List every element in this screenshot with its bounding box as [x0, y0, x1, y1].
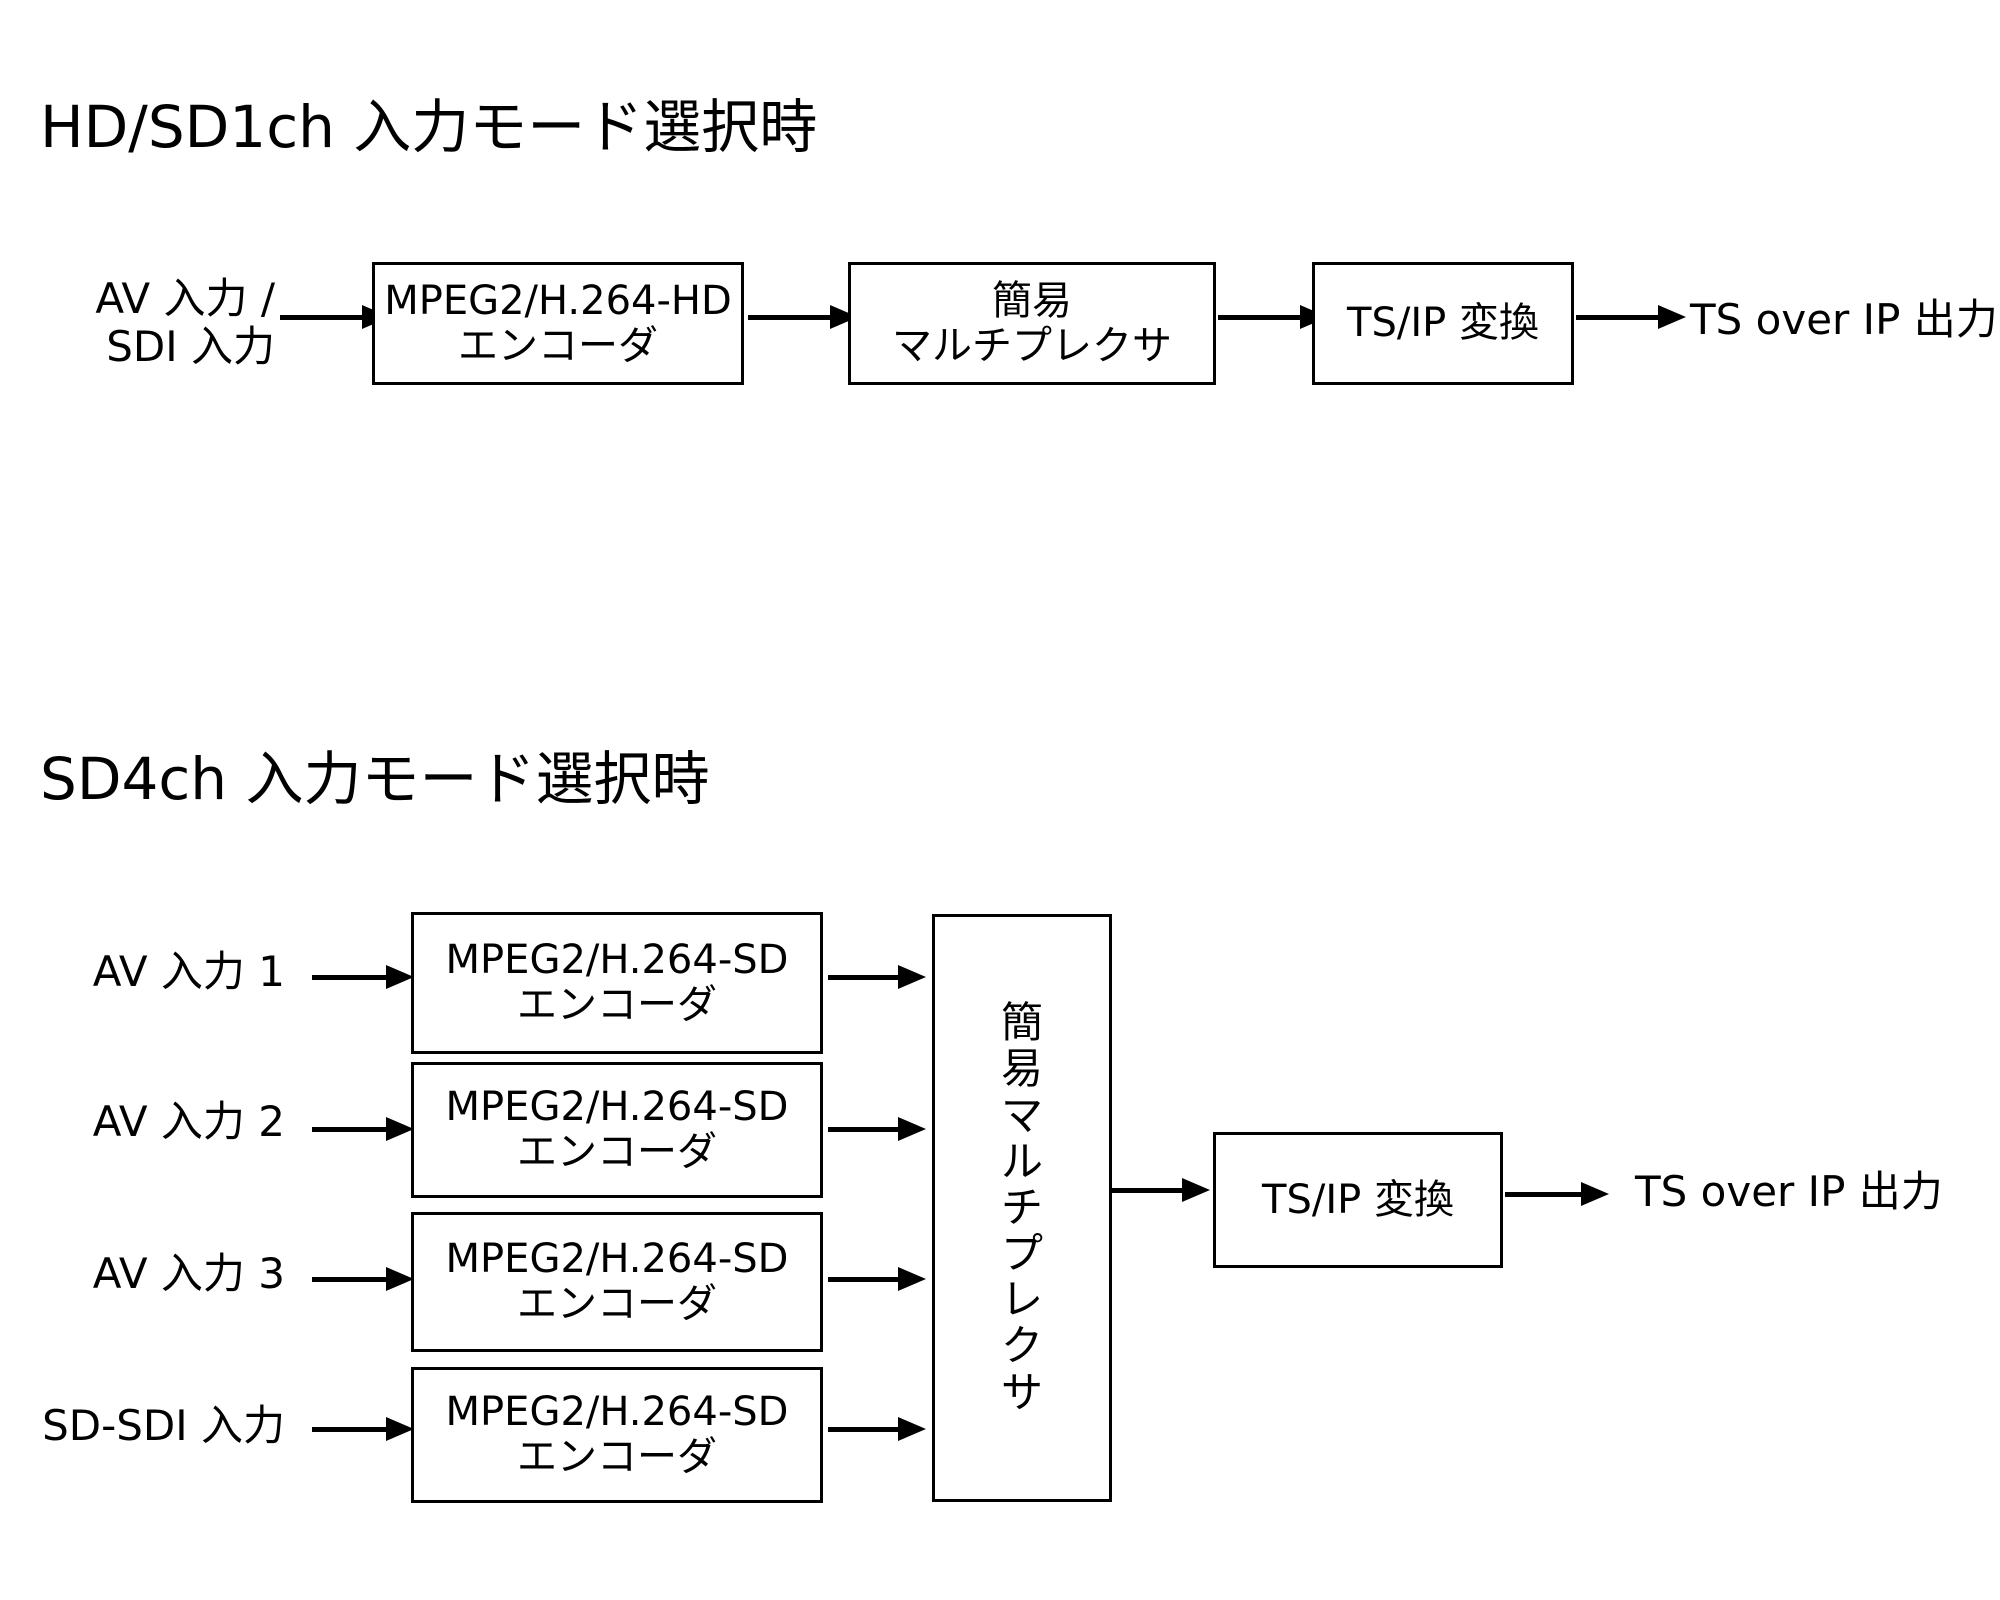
section2-encoder-4-line2: エンコーダ — [517, 1434, 717, 1480]
section1-input-arrow — [280, 305, 390, 329]
section2-output-label: TS over IP 出力 — [1635, 1167, 1943, 1216]
section1-input-line1: AV 入力 / — [95, 274, 275, 323]
section2-input-arrow-3 — [312, 1267, 414, 1291]
section1-mux-line1: 簡易 — [992, 277, 1072, 324]
section1-encoder-box: MPEG2/H.264-HD エンコーダ — [372, 262, 744, 385]
section2-mux-char: チ — [1000, 1182, 1043, 1232]
section2-encoder-box-3: MPEG2/H.264-SD エンコーダ — [411, 1212, 823, 1352]
section1-converter-box: TS/IP 変換 — [1312, 262, 1574, 385]
section1-input-line2: SDI 入力 — [106, 322, 275, 372]
section2-input-arrow-1 — [312, 965, 414, 989]
section1-converter-arrow — [1576, 305, 1686, 329]
section2-encoder-2-line2: エンコーダ — [517, 1129, 717, 1175]
section2-encoder-box-2: MPEG2/H.264-SD エンコーダ — [411, 1062, 823, 1198]
section2-mux-arrow — [1112, 1178, 1210, 1202]
section2-encoder-4-line1: MPEG2/H.264-SD — [445, 1389, 789, 1436]
section1-encoder-line2: エンコーダ — [458, 322, 658, 369]
section2-mux-char: 易 — [1000, 1044, 1043, 1094]
section2-mux-char: ク — [1000, 1321, 1043, 1371]
section2-input-1: AV 入力 1 — [92, 947, 285, 996]
section2-input-arrow-2 — [312, 1117, 414, 1141]
section1-output-label: TS over IP 出力 — [1690, 295, 1998, 344]
section2-mux-vertical-label: 簡 易 マ ル チ プ レ ク サ — [1000, 998, 1043, 1417]
section2-encoder-1-line1: MPEG2/H.264-SD — [445, 937, 789, 984]
section2-encoder-arrow-2 — [828, 1117, 926, 1141]
section1-title: HD/SD1ch 入力モード選択時 — [40, 93, 818, 161]
section1-converter-label: TS/IP 変換 — [1347, 300, 1539, 347]
section2-encoder-box-1: MPEG2/H.264-SD エンコーダ — [411, 912, 823, 1054]
section2-mux-char: サ — [1000, 1367, 1043, 1417]
section2-encoder-arrow-3 — [828, 1267, 926, 1291]
section2-mux-char: 簡 — [1000, 998, 1043, 1048]
section2-encoder-3-line1: MPEG2/H.264-SD — [445, 1236, 789, 1283]
section2-encoder-1-line2: エンコーダ — [517, 982, 717, 1028]
section2-encoder-2-line1: MPEG2/H.264-SD — [445, 1084, 789, 1131]
section2-converter-box: TS/IP 変換 — [1213, 1132, 1503, 1268]
section2-converter-arrow — [1505, 1182, 1609, 1206]
section2-encoder-arrow-1 — [828, 965, 926, 989]
section2-converter-label: TS/IP 変換 — [1262, 1176, 1454, 1223]
section1-encoder-arrow — [748, 305, 858, 329]
section2-mux-char: マ — [1000, 1090, 1043, 1140]
section2-input-2: AV 入力 2 — [92, 1097, 285, 1146]
section2-mux-char: プ — [1000, 1229, 1043, 1279]
section2-mux-char: ル — [1000, 1136, 1043, 1186]
section1-mux-line2: マルチプレクサ — [892, 322, 1172, 369]
section1-mux-box: 簡易 マルチプレクサ — [848, 262, 1216, 385]
section1-encoder-line1: MPEG2/H.264-HD — [384, 277, 732, 324]
section2-encoder-3-line2: エンコーダ — [517, 1281, 717, 1327]
section2-input-arrow-4 — [312, 1417, 414, 1441]
section2-input-3: AV 入力 3 — [92, 1249, 285, 1298]
section2-mux-box: 簡 易 マ ル チ プ レ ク サ — [932, 914, 1112, 1502]
section2-mux-char: レ — [1000, 1275, 1043, 1325]
section2-encoder-box-4: MPEG2/H.264-SD エンコーダ — [411, 1367, 823, 1503]
section2-input-4: SD-SDI 入力 — [42, 1401, 285, 1450]
section2-encoder-arrow-4 — [828, 1417, 926, 1441]
section1-mux-arrow — [1218, 305, 1328, 329]
section1-input-label: AV 入力 / SDI 入力 — [95, 274, 275, 372]
section2-title: SD4ch 入力モード選択時 — [40, 745, 710, 813]
